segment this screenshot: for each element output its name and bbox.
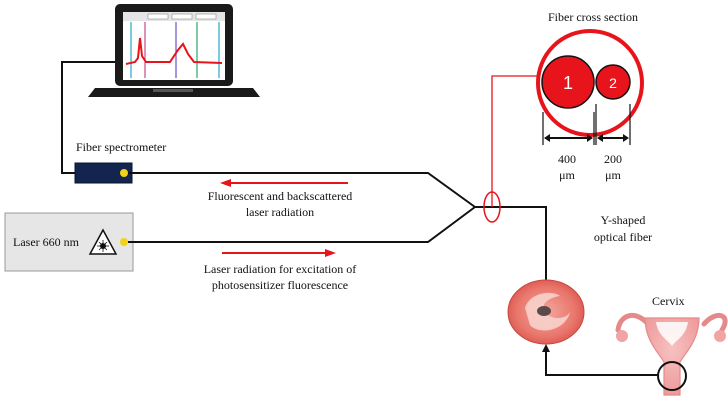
fiber-junction-marker bbox=[483, 191, 501, 223]
fiber-spectrometer-device bbox=[74, 162, 133, 184]
dimension-markers bbox=[542, 104, 631, 145]
dimension-arrowheads bbox=[544, 134, 629, 142]
laser-source bbox=[4, 212, 134, 272]
uterus-body bbox=[616, 317, 726, 396]
excitation-label-line1: Laser radiation for excitation of bbox=[203, 262, 357, 276]
dimension-2-unit: μm bbox=[605, 168, 621, 182]
fiber-spectrometer-label: Fiber spectrometer bbox=[76, 140, 167, 154]
core-2-label: 2 bbox=[609, 75, 617, 91]
y-fiber-label-line2: optical fiber bbox=[593, 230, 653, 244]
laptop-icon bbox=[88, 4, 260, 97]
laser-hazard-icon bbox=[88, 228, 118, 255]
core-1-label: 1 bbox=[563, 73, 573, 93]
fiber-core-2 bbox=[595, 64, 631, 100]
cervix-label: Cervix bbox=[652, 294, 685, 308]
return-path bbox=[545, 346, 658, 376]
dimension-1-unit: μm bbox=[559, 168, 575, 182]
fluorescent-label-line1: Fluorescent and backscattered bbox=[207, 189, 353, 203]
laser-label: Laser 660 nm bbox=[13, 235, 79, 249]
fiber-core-1 bbox=[541, 55, 595, 109]
y-fiber-label-line1: Y-shaped bbox=[600, 213, 646, 227]
dimension-1-value: 400 bbox=[558, 152, 576, 166]
usb-cable bbox=[61, 61, 115, 174]
cross-section-pointer bbox=[491, 75, 540, 207]
cervix-tissue-icon bbox=[507, 279, 585, 345]
cervix-measurement-circle bbox=[657, 361, 687, 391]
dimension-2-value: 200 bbox=[604, 152, 622, 166]
fiber-cross-section-label: Fiber cross section bbox=[548, 10, 638, 24]
return-path-arrow bbox=[542, 344, 550, 352]
excitation-label-line2: photosensitizer fluorescence bbox=[211, 278, 349, 292]
excitation-arrow bbox=[222, 249, 336, 257]
fluorescent-label-line2: laser radiation bbox=[245, 205, 315, 219]
fiber-cross-section: 1 2 bbox=[536, 29, 644, 137]
y-shaped-fiber bbox=[128, 172, 547, 290]
emission-arrow bbox=[220, 179, 348, 187]
